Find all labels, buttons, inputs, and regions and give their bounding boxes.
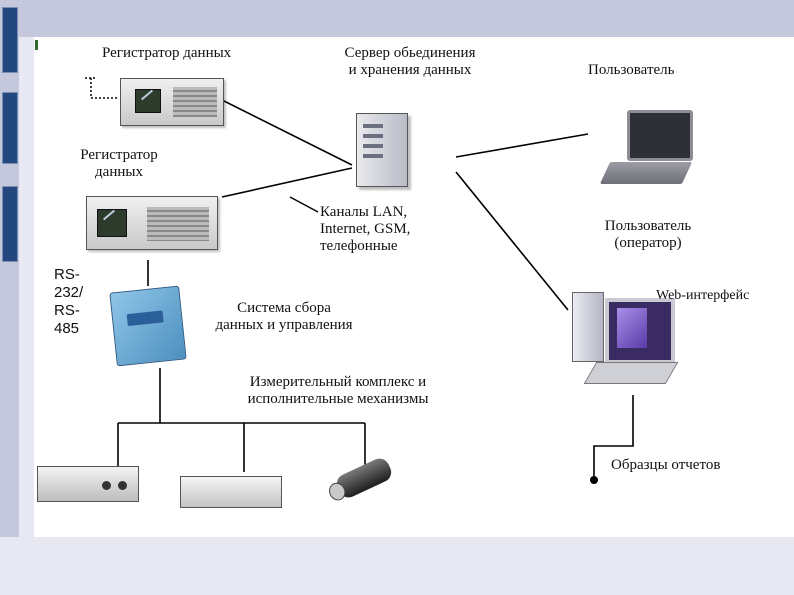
pc-keyboard xyxy=(583,362,679,384)
pc-monitor xyxy=(605,298,675,364)
server-device xyxy=(356,113,408,187)
link-channels-pointer xyxy=(289,196,319,213)
slide-top-band xyxy=(0,0,794,37)
label-interface-rs: RS- 232/ RS- 485 xyxy=(54,266,84,337)
reports-dot xyxy=(590,476,598,484)
side-tab-3 xyxy=(2,186,18,262)
link-server-pc xyxy=(455,171,569,311)
link-server-user xyxy=(455,133,589,158)
registrator-top-device xyxy=(120,78,224,126)
label-channels: Каналы LAN, Internet, GSM, телефонные xyxy=(320,204,411,254)
slide-marker xyxy=(35,40,38,50)
pc-tower xyxy=(572,292,604,362)
label-server: Сервер обьединения и хранения данных xyxy=(344,45,476,78)
label-web-interface: Web-интерфейс xyxy=(656,288,750,303)
measuring-device-1 xyxy=(37,466,139,502)
label-registrator-top: Регистратор данных xyxy=(102,45,232,61)
laptop-keyboard xyxy=(599,162,693,184)
side-tab-2 xyxy=(2,92,18,164)
link-registrator-mid-server xyxy=(221,167,353,198)
registrator-mid-device xyxy=(86,196,218,250)
label-registrator-mid: Регистратор данных xyxy=(80,147,158,180)
laptop-screen xyxy=(627,110,693,161)
label-measuring: Измерительный комплекс и исполнительные … xyxy=(247,374,429,407)
label-user: Пользователь xyxy=(588,62,675,78)
measuring-device-2 xyxy=(180,476,282,508)
side-tab-1 xyxy=(2,7,18,73)
io-module-device xyxy=(109,285,187,367)
slide-bottom-band xyxy=(0,537,794,595)
label-user-operator: Пользователь (оператор) xyxy=(604,218,692,251)
label-reports: Образцы отчетов xyxy=(611,457,721,473)
label-system: Система сбора данных и управления xyxy=(215,300,353,333)
link-pc-reports xyxy=(593,395,634,478)
link-registrator-top-server xyxy=(221,99,353,166)
dotted-link-registrator xyxy=(85,77,118,99)
